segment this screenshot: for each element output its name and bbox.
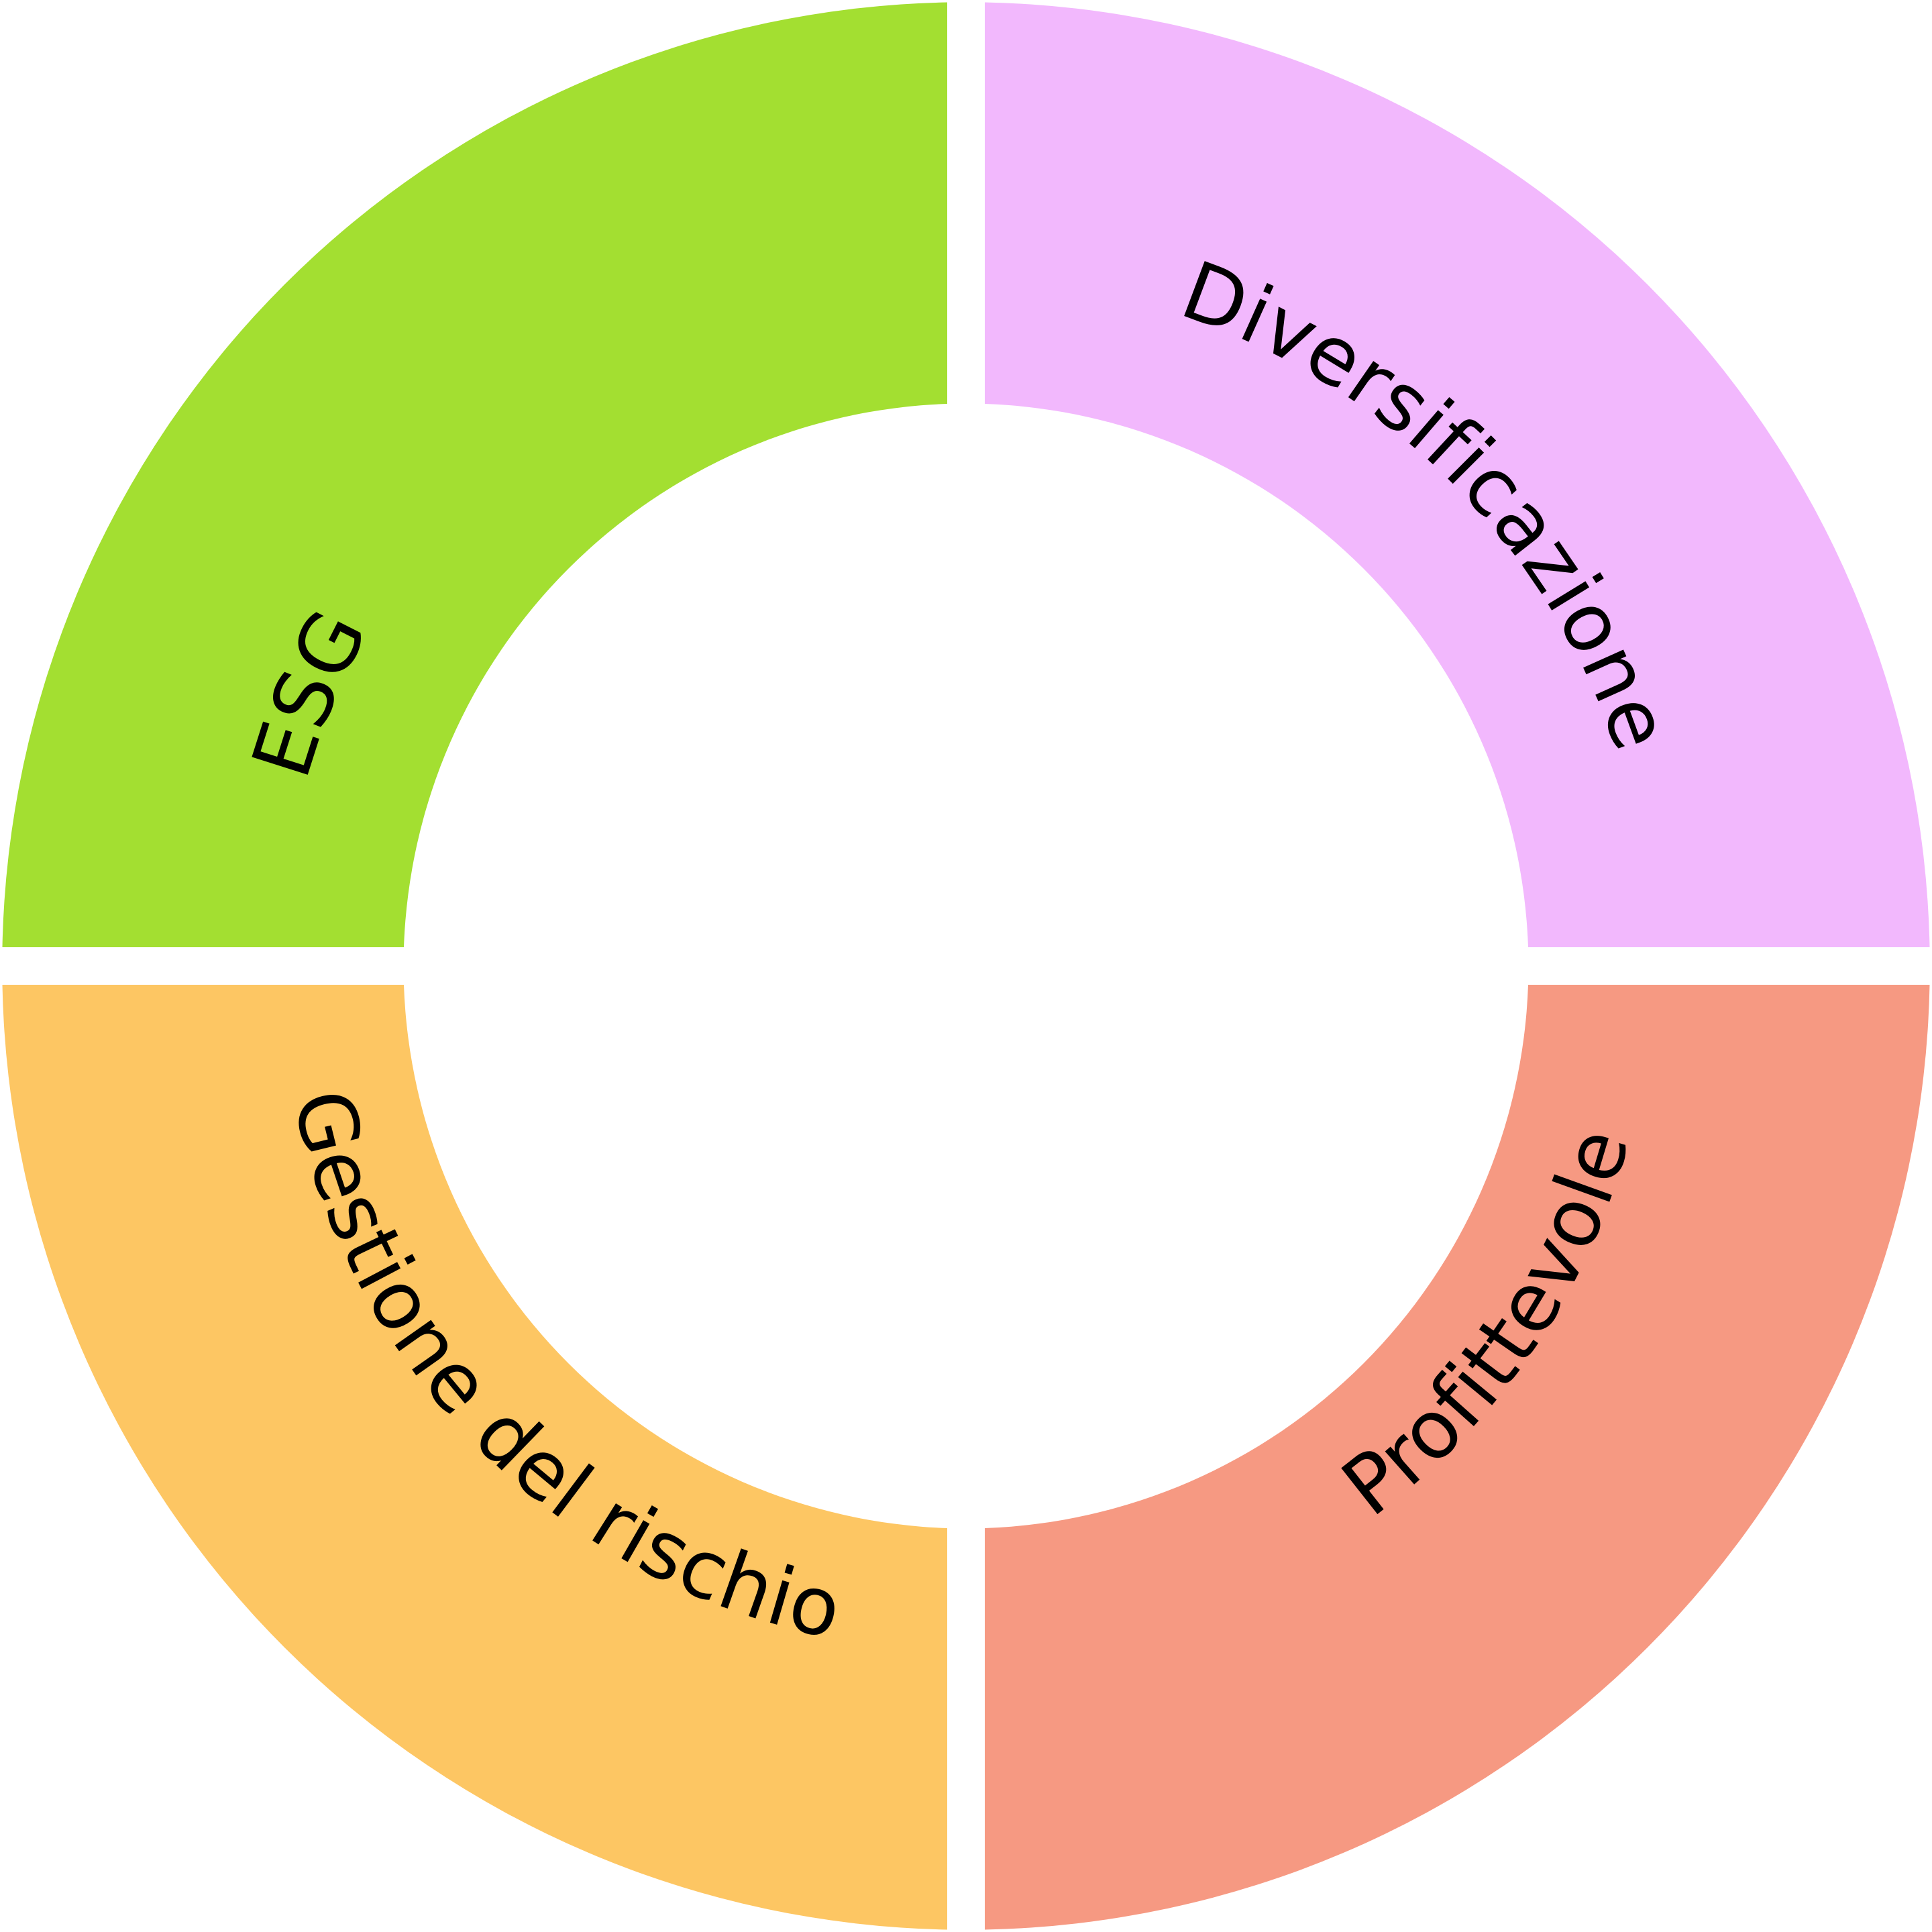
segment-esg-shape <box>2 2 947 947</box>
segment-diversificazione-shape <box>985 2 1930 947</box>
segment-gestione-del-rischio-shape <box>2 985 947 1930</box>
segment-profittevole-shape <box>985 985 1930 1930</box>
segment-gestione-del-rischio: Gestione del rischio <box>2 985 947 1930</box>
segment-diversificazione: Diversificazione <box>985 2 1930 947</box>
segment-profittevole: Profittevole <box>985 985 1930 1930</box>
segment-esg: ESG <box>2 2 947 947</box>
